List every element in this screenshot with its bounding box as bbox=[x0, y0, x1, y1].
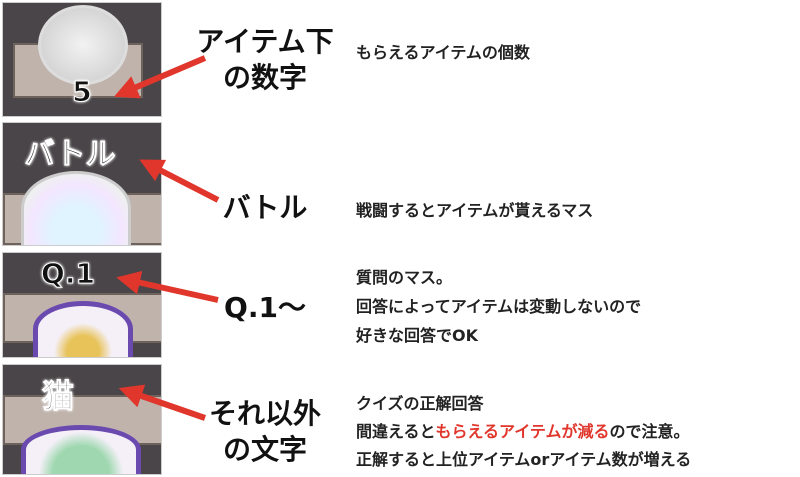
label-line: アイテム下 bbox=[196, 25, 334, 58]
label-question: Q.1〜 bbox=[185, 290, 345, 326]
desc-highlight: もらえるアイテムが減る bbox=[435, 422, 610, 441]
quiz-panel-text: 猫 bbox=[41, 377, 74, 416]
desc-line: 戦闘するとアイテムが貰えるマス bbox=[356, 201, 594, 220]
arrow-icon bbox=[116, 270, 219, 303]
ticket-icon bbox=[21, 425, 141, 474]
label-battle: バトル bbox=[185, 190, 345, 226]
question-screenshot: Q.1 bbox=[2, 252, 162, 358]
desc-text: 間違えると bbox=[356, 422, 436, 441]
item-icon bbox=[38, 5, 128, 85]
desc-other: クイズの正解回答 間違えるともらえるアイテムが減るので注意。 正解すると上位アイ… bbox=[356, 390, 691, 474]
desc-item-count: もらえるアイテムの個数 bbox=[356, 38, 530, 67]
coin-icon bbox=[33, 301, 133, 357]
desc-line: 質問のマス。 bbox=[356, 268, 453, 287]
item-count-number: 5 bbox=[72, 75, 92, 109]
item-count-screenshot: 5 bbox=[2, 2, 162, 117]
arrow-icon bbox=[113, 55, 207, 99]
label-line: バトル bbox=[222, 191, 308, 224]
desc-line: もらえるアイテムの個数 bbox=[356, 43, 530, 62]
arrow-icon bbox=[139, 159, 220, 203]
label-line: Q.1〜 bbox=[224, 291, 306, 324]
desc-line: クイズの正解回答 bbox=[356, 394, 484, 413]
question-panel-text: Q.1 bbox=[41, 257, 96, 291]
desc-line: 正解すると上位アイテムorアイテム数が増える bbox=[356, 450, 692, 469]
desc-text: ので注意。 bbox=[609, 422, 690, 441]
arrow-icon bbox=[118, 384, 206, 421]
battle-panel-text: バトル bbox=[24, 137, 116, 173]
label-line: の数字 bbox=[222, 61, 307, 94]
label-line: それ以外 bbox=[208, 397, 321, 430]
label-item-count: アイテム下 の数字 bbox=[185, 24, 345, 96]
desc-line: 間違えるともらえるアイテムが減るので注意。 bbox=[356, 418, 691, 446]
desc-battle: 戦闘するとアイテムが貰えるマス bbox=[356, 196, 593, 225]
desc-question: 質問のマス。 回答によってアイテムは変動しないので 好きな回答でOK bbox=[356, 263, 641, 350]
label-other: それ以外 の文字 bbox=[185, 396, 345, 468]
desc-line: 好きな回答でOK bbox=[356, 326, 479, 345]
battle-screenshot: バトル bbox=[2, 122, 162, 246]
label-line: の文字 bbox=[222, 433, 307, 466]
gem-icon bbox=[21, 171, 131, 245]
desc-line: 回答によってアイテムは変動しないので bbox=[356, 297, 642, 316]
